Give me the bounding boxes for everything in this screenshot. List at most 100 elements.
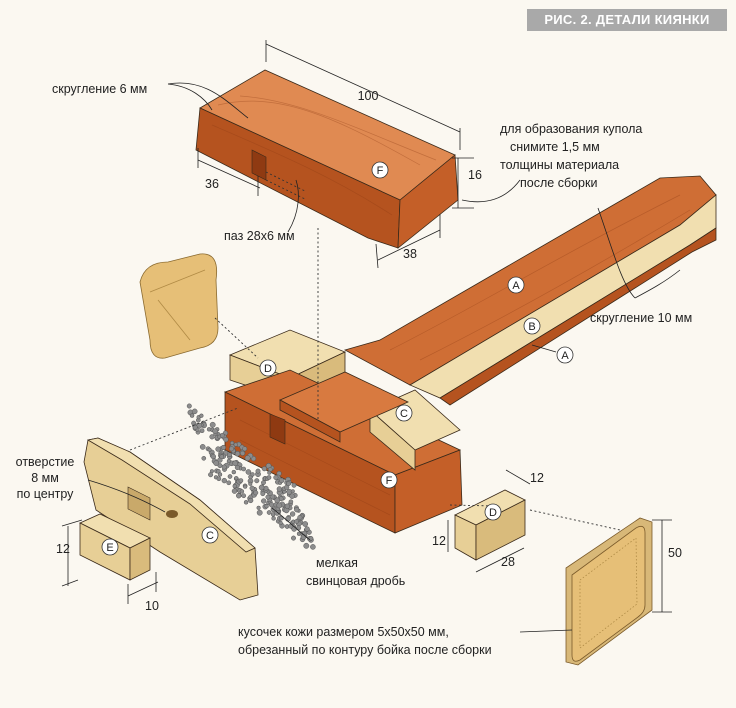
lead-shot-pellet xyxy=(239,489,245,494)
block-e-side xyxy=(129,537,151,581)
lead-shot-pellet xyxy=(240,450,246,456)
lead-shot-pellet xyxy=(209,421,216,428)
lead-shot-pellet xyxy=(285,516,291,522)
lead-shot-pellet xyxy=(250,472,255,477)
part-circle-block-d xyxy=(484,503,502,521)
lead-shot-pellet xyxy=(215,446,221,452)
leather-pad-left-edge xyxy=(149,269,206,341)
lead-shot-pellet xyxy=(263,485,269,491)
part-label-head-d: D xyxy=(264,363,272,375)
lead-shot-pellet xyxy=(206,427,212,432)
lead-shot-pellet xyxy=(227,452,232,458)
part-circle-handle-b xyxy=(523,317,541,335)
lead-shot-pellet xyxy=(241,466,246,472)
lead-shot-pellet xyxy=(248,481,253,486)
dim-10-value: 10 xyxy=(145,599,159,613)
lead-shot-pellet xyxy=(308,535,314,541)
top-block-grain xyxy=(211,95,437,216)
head-grain xyxy=(239,419,391,516)
lead-shot-pellet xyxy=(219,454,225,459)
lead-shot-pellet xyxy=(213,460,220,466)
lead-shot-pellet xyxy=(274,497,281,504)
assembly-line-side-c xyxy=(129,407,239,451)
lead-shot-pellet xyxy=(232,460,239,467)
lead-shot-pellet xyxy=(304,526,310,532)
leader-round-10 xyxy=(597,207,636,299)
lead-shot-pellet xyxy=(220,444,226,451)
lead-shot-pellet xyxy=(268,502,275,508)
lead-shot-pellet xyxy=(221,477,227,484)
lead-shot-pellet xyxy=(270,494,276,500)
lead-shot-pile xyxy=(186,403,316,550)
dim-38-value: 38 xyxy=(403,247,417,261)
head-groove xyxy=(269,413,286,445)
lead-shot-pellet xyxy=(266,510,272,515)
lead-shot-pellet xyxy=(248,497,254,504)
lead-shot-pellet xyxy=(217,472,223,477)
part-circle-side-c xyxy=(201,526,219,544)
lead-shot-pellet xyxy=(234,464,240,471)
part-label-block-e: E xyxy=(106,542,113,554)
lead-shot-pellet xyxy=(238,478,244,483)
lead-shot-pellet xyxy=(192,424,198,430)
part-label-handle-b: B xyxy=(528,321,535,333)
top-block-front-face xyxy=(195,107,401,249)
lead-shot-pellet xyxy=(294,507,300,513)
lead-shot-pellet xyxy=(191,408,198,415)
lead-shot-pellet xyxy=(278,520,283,526)
dim-50-value: 50 xyxy=(668,546,682,560)
dim-28-value: 28 xyxy=(501,555,515,569)
top-block-f xyxy=(195,69,459,249)
dim-12-right-top-value: 12 xyxy=(530,471,544,485)
head-c-front xyxy=(369,409,416,471)
note-leather-line-2: обрезанный по контуру бойка после сборки xyxy=(238,643,492,657)
lead-shot-pellet xyxy=(266,475,272,480)
lead-shot-pellet xyxy=(186,403,192,409)
lead-shot-pellet xyxy=(289,493,295,499)
lead-shot-pellet xyxy=(212,428,218,434)
lead-shot-pellet xyxy=(276,486,283,492)
dim-28-line xyxy=(475,547,525,573)
lead-shot-pellet xyxy=(290,489,295,494)
lead-shot-pellet xyxy=(261,466,267,472)
lead-shot-pellet xyxy=(294,519,299,524)
lead-shot-pellet xyxy=(226,480,232,486)
lead-shot-pellet xyxy=(261,480,266,486)
lead-shot-pellet xyxy=(249,485,255,491)
block-d-side xyxy=(475,499,526,561)
note-hole-line-1: отверстие xyxy=(16,455,75,469)
assembly-line-right-piece xyxy=(529,509,621,531)
lead-shot-pellet xyxy=(297,514,303,521)
lead-shot-pellet xyxy=(189,413,195,418)
leather-piece-right xyxy=(565,517,653,666)
lead-shot-pellet xyxy=(264,504,269,509)
note-leather-line-1: кусочек кожи размером 5x50x50 мм, xyxy=(238,625,449,639)
side-c-top xyxy=(86,437,256,553)
part-label-handle-a-ref: A xyxy=(561,350,569,362)
lead-shot-pellet xyxy=(286,481,291,487)
note-dome-line-2: снимите 1,5 мм xyxy=(510,140,600,154)
lead-shot-pellet xyxy=(221,464,227,470)
leader-round-10-b xyxy=(634,269,681,299)
lead-shot-pellet xyxy=(219,433,225,438)
dim-36-line xyxy=(197,159,261,189)
note-round-10: скругление 10 мм xyxy=(590,311,692,325)
head-base-end xyxy=(394,449,463,534)
note-dome-line-1: для образования купола xyxy=(500,122,642,136)
note-groove: паз 28x6 мм xyxy=(224,229,295,243)
part-label-head-c: C xyxy=(400,408,408,420)
lead-shot-pellet xyxy=(236,493,242,499)
lead-shot-pellet xyxy=(254,478,260,484)
assembly-line-left-pad xyxy=(214,317,259,359)
leader-shot xyxy=(271,507,311,541)
dim-38-ext-a xyxy=(375,243,379,269)
part-label-block-d: D xyxy=(489,507,497,519)
lead-shot-pellet xyxy=(288,499,294,505)
leader-groove xyxy=(287,179,299,233)
lead-shot-pellet xyxy=(209,469,214,474)
lead-shot-pellet xyxy=(232,484,237,489)
part-label-head-f: F xyxy=(386,475,393,487)
lead-shot-pellet xyxy=(244,455,251,462)
